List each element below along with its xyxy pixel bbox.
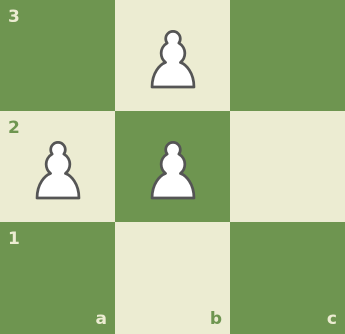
square-b2[interactable] [115, 111, 230, 222]
square-c1[interactable]: c [230, 222, 345, 334]
file-label: c [327, 311, 337, 328]
rank-label: 1 [8, 231, 20, 248]
rank-label: 3 [8, 9, 20, 26]
square-b1[interactable]: b [115, 222, 230, 334]
square-a2[interactable]: 2 [0, 111, 115, 222]
white-pawn-icon[interactable] [132, 15, 214, 97]
file-label: a [96, 311, 107, 328]
square-b3[interactable] [115, 0, 230, 111]
square-c3[interactable] [230, 0, 345, 111]
square-a3[interactable]: 3 [0, 0, 115, 111]
file-label: b [210, 311, 222, 328]
white-pawn-icon[interactable] [17, 126, 99, 208]
white-pawn-icon[interactable] [132, 126, 214, 208]
square-c2[interactable] [230, 111, 345, 222]
